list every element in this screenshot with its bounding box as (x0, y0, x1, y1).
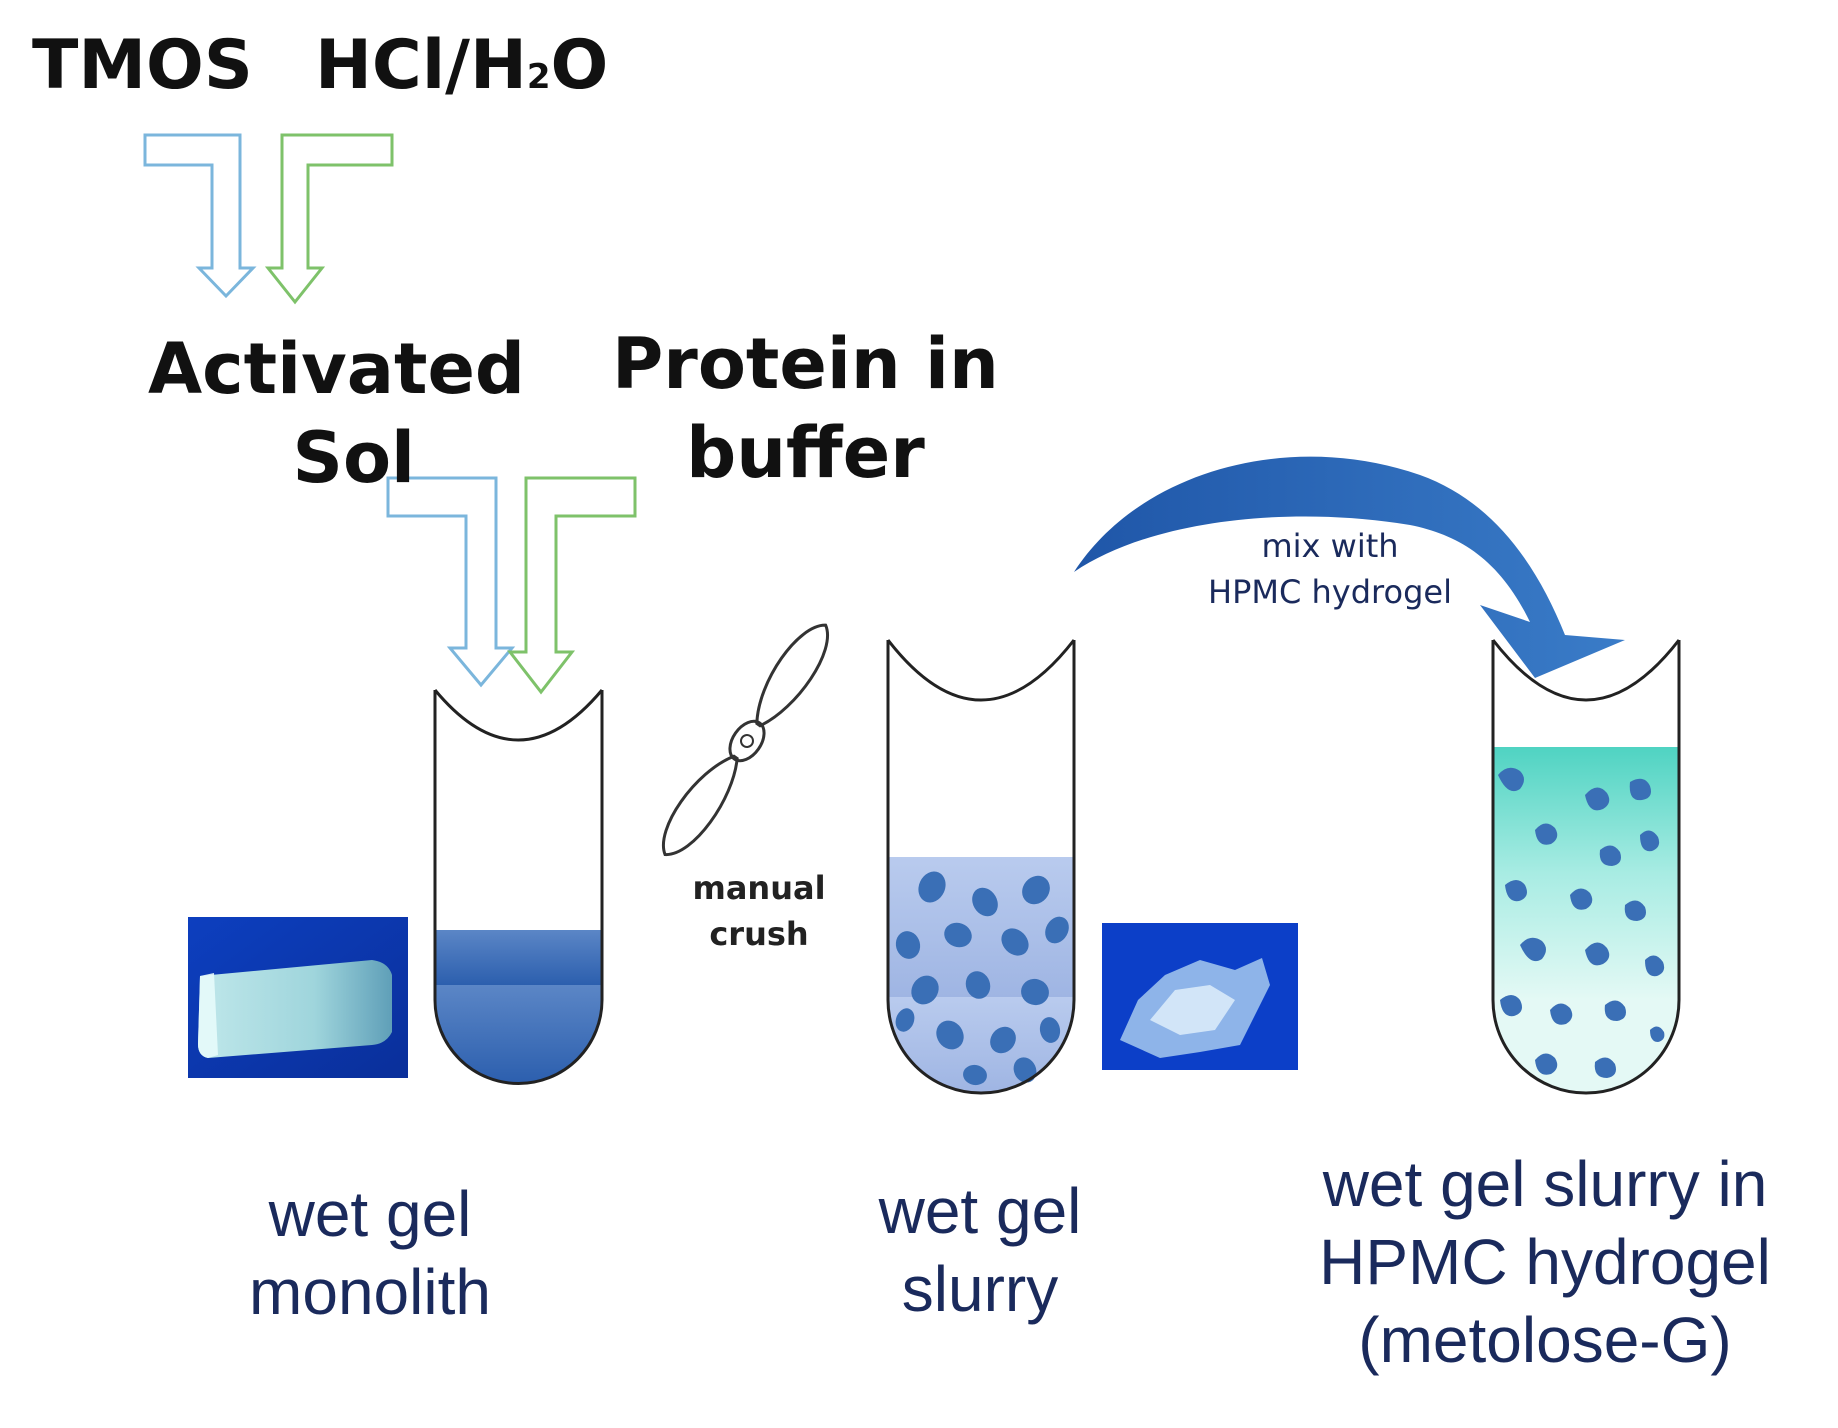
hpmc-particles (1498, 767, 1665, 1078)
activated-sol-line1: Activated (148, 328, 526, 410)
acid-end: O (550, 26, 609, 105)
protein-buffer-line2: buffer (686, 411, 925, 494)
crush-propeller (662, 623, 829, 857)
manual-crush-line2: crush (709, 915, 809, 954)
acid-arrow (264, 133, 394, 305)
monolith-line2: monolith (249, 1256, 491, 1329)
protein-buffer-label: Protein in buffer (612, 320, 999, 498)
final-line3: (metolose-G) (1358, 1304, 1732, 1377)
wet-gel-monolith-label: wet gel monolith (200, 1175, 540, 1331)
slurry-line2: slurry (901, 1253, 1059, 1326)
slurry-tube-rim (886, 639, 1076, 702)
protein-arrow (506, 476, 637, 695)
activated-sol-label: Activated Sol (148, 325, 525, 503)
mix-hpmc-label: mix with HPMC hydrogel (1185, 523, 1475, 616)
monolith-tube-rim (433, 689, 604, 742)
hpmc-tube-rim (1491, 639, 1681, 702)
acid-subscript: 2 (526, 57, 551, 97)
monolith-fill (435, 930, 602, 985)
slurry-particles (895, 871, 1069, 1086)
monolith-line1: wet gel (268, 1178, 472, 1250)
acid-main: HCl/H (315, 26, 527, 105)
slurry-line1: wet gel (878, 1175, 1082, 1247)
final-line2: HPMC hydrogel (1319, 1226, 1771, 1299)
mix-hpmc-line2: HPMC hydrogel (1208, 573, 1452, 612)
sol-arrow (386, 476, 516, 688)
mix-hpmc-line1: mix with (1261, 527, 1399, 565)
wet-gel-slurry-label: wet gel slurry (830, 1172, 1130, 1328)
manual-crush-label: manual crush (684, 865, 834, 958)
manual-crush-line1: manual (692, 869, 826, 907)
protein-buffer-line1: Protein in (612, 323, 999, 405)
monolith-tube (433, 690, 604, 1085)
activated-sol-line2: Sol (292, 416, 416, 499)
acid-label: HCl/H2O (315, 26, 608, 105)
tmos-arrow (143, 133, 257, 299)
mix-arrow (1074, 456, 1625, 678)
slurry-tube (886, 640, 1076, 1095)
hpmc-tube (1491, 640, 1681, 1095)
final-product-label: wet gel slurry in HPMC hydrogel (metolos… (1270, 1145, 1820, 1379)
final-line1: wet gel slurry in (1322, 1148, 1768, 1220)
tmos-label: TMOS (32, 26, 253, 105)
